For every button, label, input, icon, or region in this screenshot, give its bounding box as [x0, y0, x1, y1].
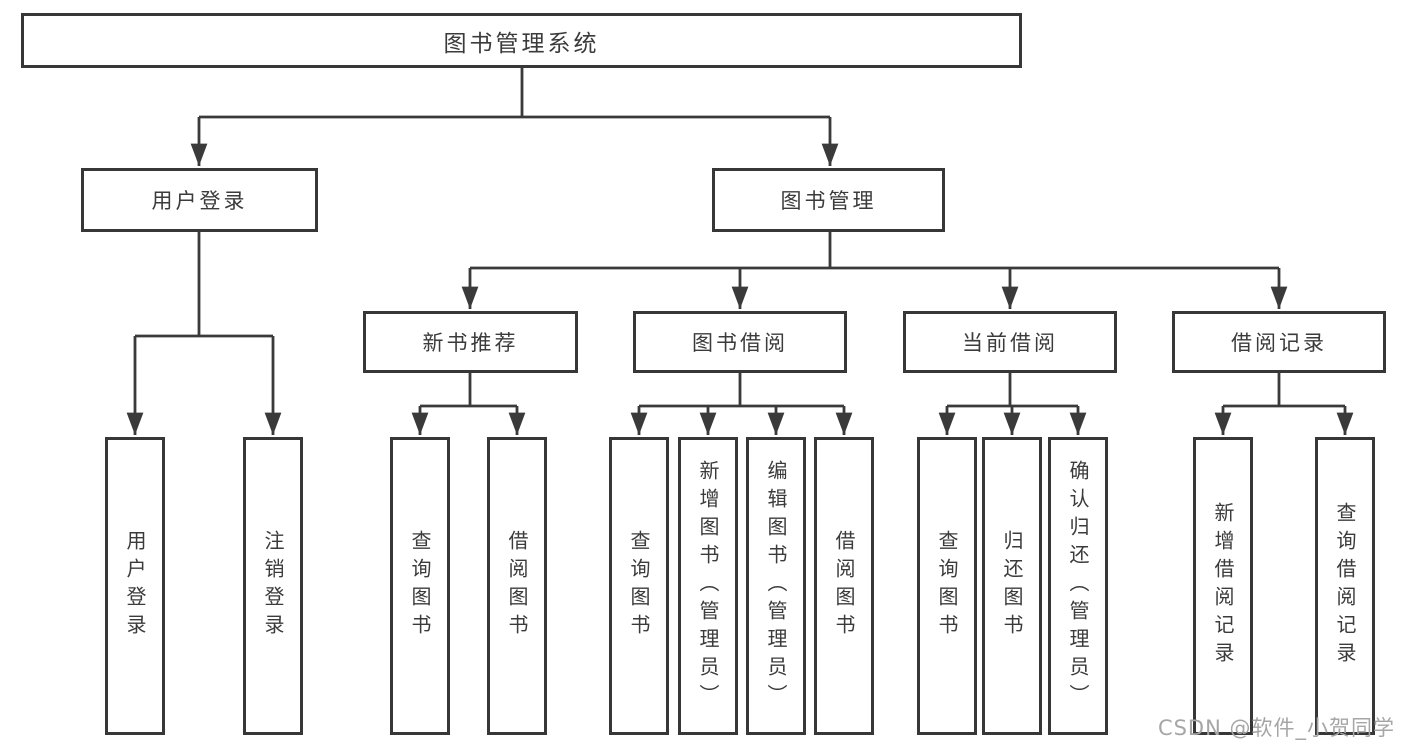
leaf-query-borrow-record: 查询借阅记录 — [1315, 437, 1375, 735]
node-borrowing-records: 借阅记录 — [1172, 311, 1386, 373]
node-current-borrowing: 当前借阅 — [903, 311, 1117, 373]
node-user-login: 用户登录 — [81, 168, 318, 232]
node-book-borrowing: 图书借阅 — [633, 311, 847, 373]
node-new-book-recommendation: 新书推荐 — [363, 311, 578, 373]
csdn-watermark: CSDN @软件_小贺同学 — [1157, 716, 1395, 740]
leaf-borrow-books-1: 借阅图书 — [487, 437, 547, 735]
leaf-edit-books-admin: 编辑图书（管理员） — [746, 437, 806, 735]
leaf-confirm-return-admin: 确认归还（管理员） — [1048, 437, 1108, 735]
leaf-add-borrow-record: 新增借阅记录 — [1193, 437, 1253, 735]
node-library-management-system: 图书管理系统 — [21, 13, 1022, 68]
leaf-add-books-admin: 新增图书（管理员） — [678, 437, 738, 735]
leaf-logout: 注销登录 — [243, 437, 303, 735]
leaf-return-books: 归还图书 — [982, 437, 1042, 735]
node-book-management: 图书管理 — [712, 168, 945, 232]
leaf-query-books-1: 查询图书 — [390, 437, 450, 735]
leaf-query-books-3: 查询图书 — [917, 437, 977, 735]
leaf-user-login: 用户登录 — [105, 437, 165, 735]
leaf-query-books-2: 查询图书 — [609, 437, 669, 735]
leaf-borrow-books-2: 借阅图书 — [814, 437, 874, 735]
